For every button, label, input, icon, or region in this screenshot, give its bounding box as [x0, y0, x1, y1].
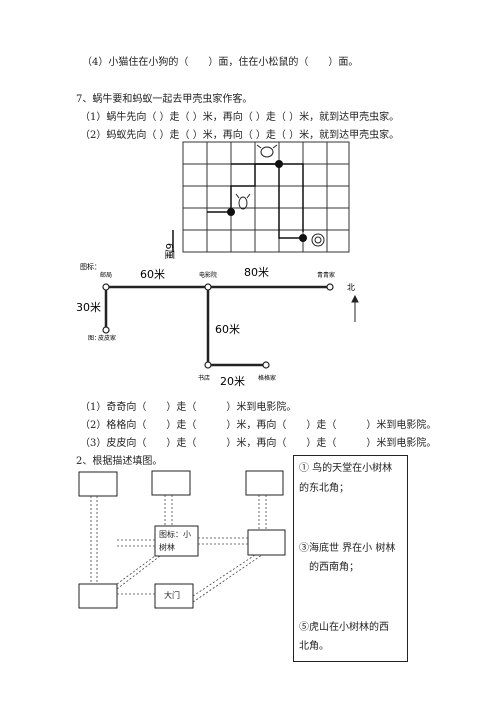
post-office-label: 邮局: [100, 271, 112, 279]
answer-3: （3）皮皮向（ ）走（ ）米，再向（ ）走（ ）米到电影院。: [80, 438, 437, 449]
clue-panel: [293, 455, 408, 662]
question-4: （4）小猫住在小狗的（ ）面，住在小松鼠的（ ）面。: [82, 57, 359, 68]
grid-side-label: 6厘: [163, 243, 175, 259]
north-arrow-icon: [351, 294, 359, 322]
pipi-prefix: 图：: [88, 335, 100, 342]
bookstore-label: 书店: [198, 374, 210, 382]
answer-1: （1）奇奇向（ ）走（ ）米到电影院。: [80, 402, 297, 413]
north-label: 北: [347, 283, 355, 292]
distance-20: 20米: [220, 375, 245, 388]
qiqi-home-label: 青青家: [317, 271, 335, 279]
clue-5-line-b: 北角。: [299, 641, 329, 652]
snail-dot: [299, 234, 307, 242]
q2-center-label-2: 树林: [159, 543, 175, 552]
question-7-title: 7、蜗牛要和蚂蚁一起去甲壳虫家作客。: [76, 94, 253, 105]
clue-5-line-a: ⑤虎山在小树林的西: [299, 622, 389, 633]
question-2-title: 2、根据描述填图。: [76, 456, 163, 467]
distance-60-top: 60米: [140, 268, 165, 281]
beetle-icon: [256, 144, 278, 158]
question-7-line-2: （2）蚂蚁先向（ ）走（ ）米，再向（ ）走（ ）米，就到达甲壳虫家。: [80, 130, 400, 141]
q2-diagram: [78, 470, 286, 609]
pipi-home-label: 皮皮家: [98, 334, 116, 342]
distance-80: 80米: [244, 266, 269, 279]
cinema-label: 电影院: [199, 271, 217, 279]
snail-icon: [311, 233, 325, 247]
beetle-home-dot: [275, 160, 283, 168]
clue-3-line-a: ③海底世 界在小 树林: [299, 543, 396, 554]
legend-label: 图标：: [80, 262, 101, 271]
question-7-line-1: （1）蜗牛先向（ ）走（ ）米，再向（ ）走（ ）米，就到达甲壳虫家。: [80, 112, 400, 123]
ant-icon: [235, 193, 251, 210]
gege-home-label: 格格家: [258, 374, 276, 382]
clue-3-line-b: 的西南角；: [309, 562, 359, 573]
ant-dot: [227, 208, 235, 216]
distance-30: 30米: [76, 301, 101, 314]
q2-gate-label: 大门: [164, 591, 180, 600]
q2-center-label-1: 图标：小: [159, 530, 191, 539]
clue-1-line-a: ① 鸟的天堂在小树林: [299, 463, 393, 474]
answer-2: （2）格格向（ ）走（ ）米，再向（ ）走（ ）米到电影院。: [80, 420, 437, 431]
distance-60-vertical: 60米: [215, 323, 240, 336]
clue-1-line-b: 的东北角；: [299, 483, 349, 494]
